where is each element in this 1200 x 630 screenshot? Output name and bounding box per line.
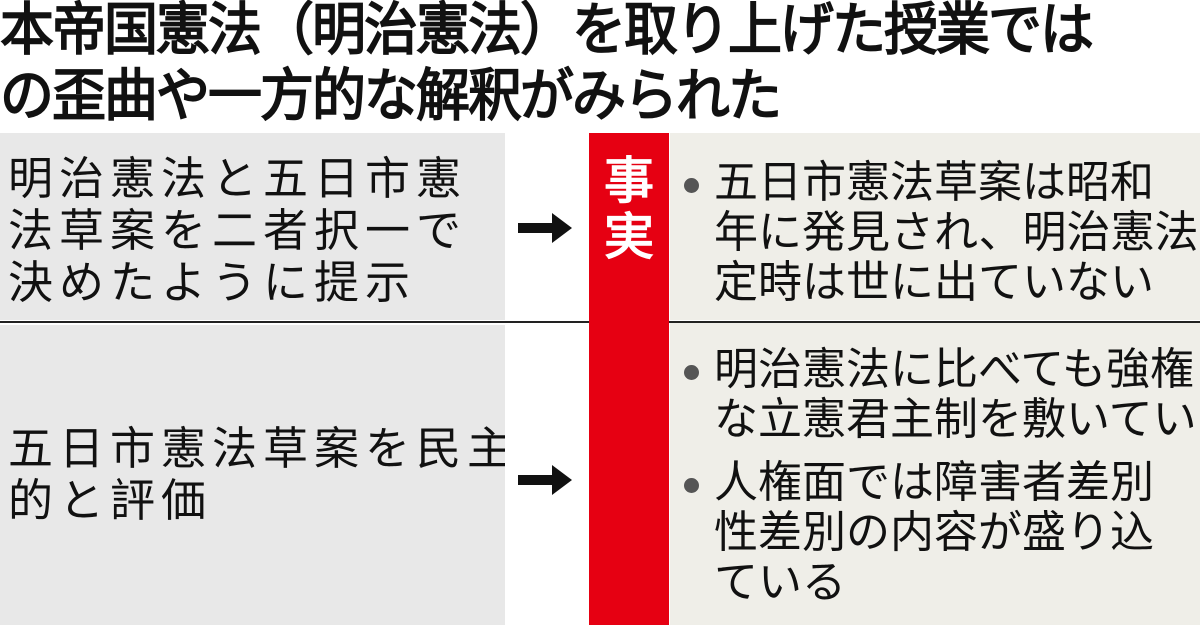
bullet-icon [684,365,699,380]
claim-line: 五日市憲法草案を民主 [8,422,505,475]
fact-line: 五日市憲法草案は昭和 [714,157,1154,208]
fact-line: 明治憲法に比べても強権 [714,344,1195,395]
claim-box-2: 五日市憲法草案を民主 的と評価 [0,325,505,625]
fact-label-char: 事 [604,152,654,210]
arrow-right-icon [518,465,572,495]
claim-text: 明治憲法と五日市憲 法草案を二者択一で 決めたように提示 [8,153,467,309]
claim-box-1: 明治憲法と五日市憲 法草案を二者択一で 決めたように提示 [0,133,505,320]
fact-line: 性差別の内容が盛り込 [714,507,1154,558]
fact-item: 五日市憲法草案は昭和 年に発見され、明治憲法 定時は世に出ていない [684,158,1198,308]
bullet-icon [684,178,699,193]
fact-label-bar: 事実 [589,133,669,625]
fact-line: 定時は世に出ていない [714,257,1154,308]
fact-label: 事実 [589,153,669,265]
fact-item: 人権面では障害者差別 性差別の内容が盛り込 ている [684,458,1154,608]
fact-label-text: 事実 [589,153,669,265]
fact-item: 明治憲法に比べても強権 な立憲君主制を敷いてい [684,345,1197,445]
bullet-icon [684,478,699,493]
fact-box-2: 明治憲法に比べても強権 な立憲君主制を敷いてい 人権面では障害者差別 性差別の内… [670,323,1200,625]
fact-label-char: 実 [604,208,654,266]
claim-text: 五日市憲法草案を民主 的と評価 [8,423,505,527]
fact-line: な立憲君主制を敷いてい [714,394,1197,445]
claim-line: 法草案を二者択一で [8,204,468,257]
claim-line: 的と評価 [8,474,213,527]
arrow-right-icon [518,213,572,243]
claim-line: 明治憲法と五日市憲 [8,152,468,205]
fact-line: ている [714,557,846,608]
fact-box-1: 五日市憲法草案は昭和 年に発見され、明治憲法 定時は世に出ていない [670,133,1200,320]
headline-line-1: 本帝国憲法（明治憲法）を取り上げた授業では [0,0,1094,63]
fact-line: 人権面では障害者差別 [714,457,1154,508]
headline-line-2: の歪曲や一方的な解釈がみられた [0,62,782,129]
claim-line: 決めたように提示 [8,256,417,309]
fact-line: 年に発見され、明治憲法 [714,207,1199,258]
